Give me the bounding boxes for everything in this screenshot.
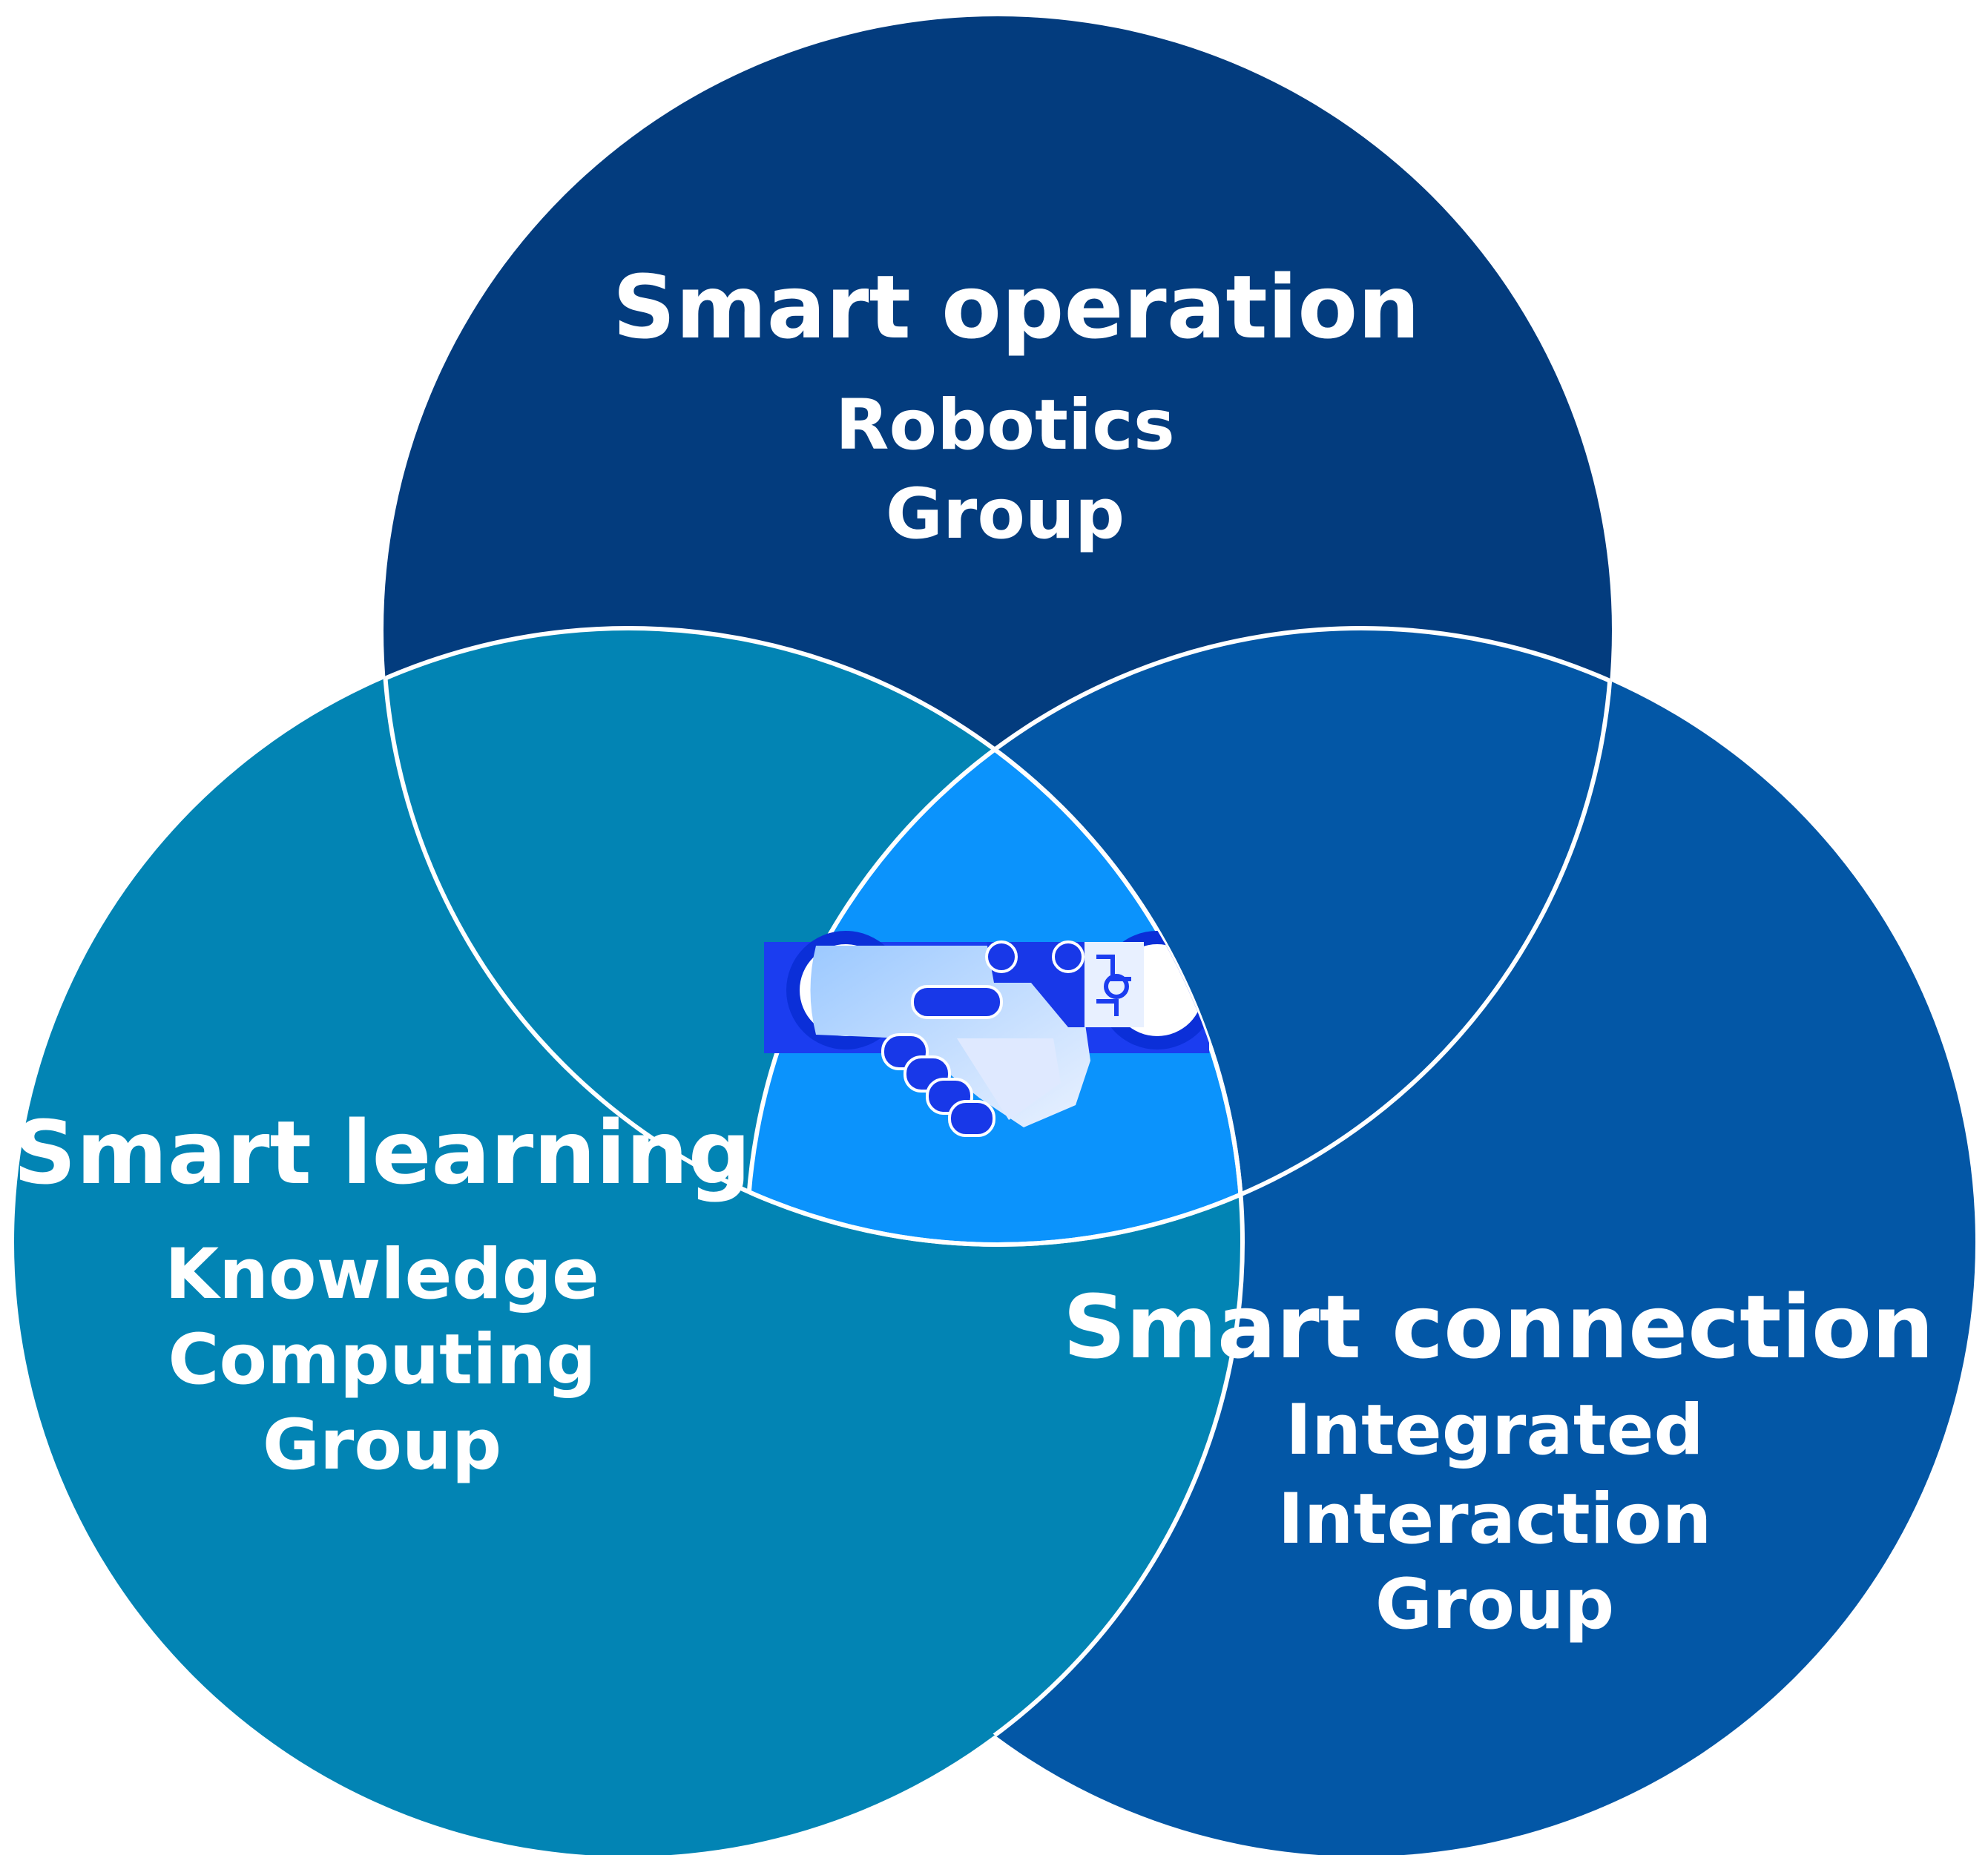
connection-title: Smart connection — [1063, 1276, 1934, 1378]
learning-group-line-2: Computing — [168, 1319, 596, 1400]
connection-group-line-3: Group — [1375, 1564, 1614, 1645]
learning-edge-in-connection — [747, 628, 1245, 1855]
operation-group-line-2: Group — [886, 474, 1125, 555]
learning-title: Smart learning — [13, 1101, 751, 1204]
learning-group-line-3: Group — [263, 1405, 501, 1486]
connection-group-line-2: Interaction — [1278, 1479, 1712, 1560]
operation-title: Smart operation — [613, 256, 1421, 358]
learning-group-line-1: Knowledge — [165, 1234, 599, 1315]
center-overlap-region — [747, 628, 1242, 1245]
operation-group-line-1: Robotics — [835, 385, 1175, 466]
human-robot-handshake-icon — [764, 931, 1217, 1137]
connection-group-line-1: Integrated — [1286, 1390, 1704, 1471]
